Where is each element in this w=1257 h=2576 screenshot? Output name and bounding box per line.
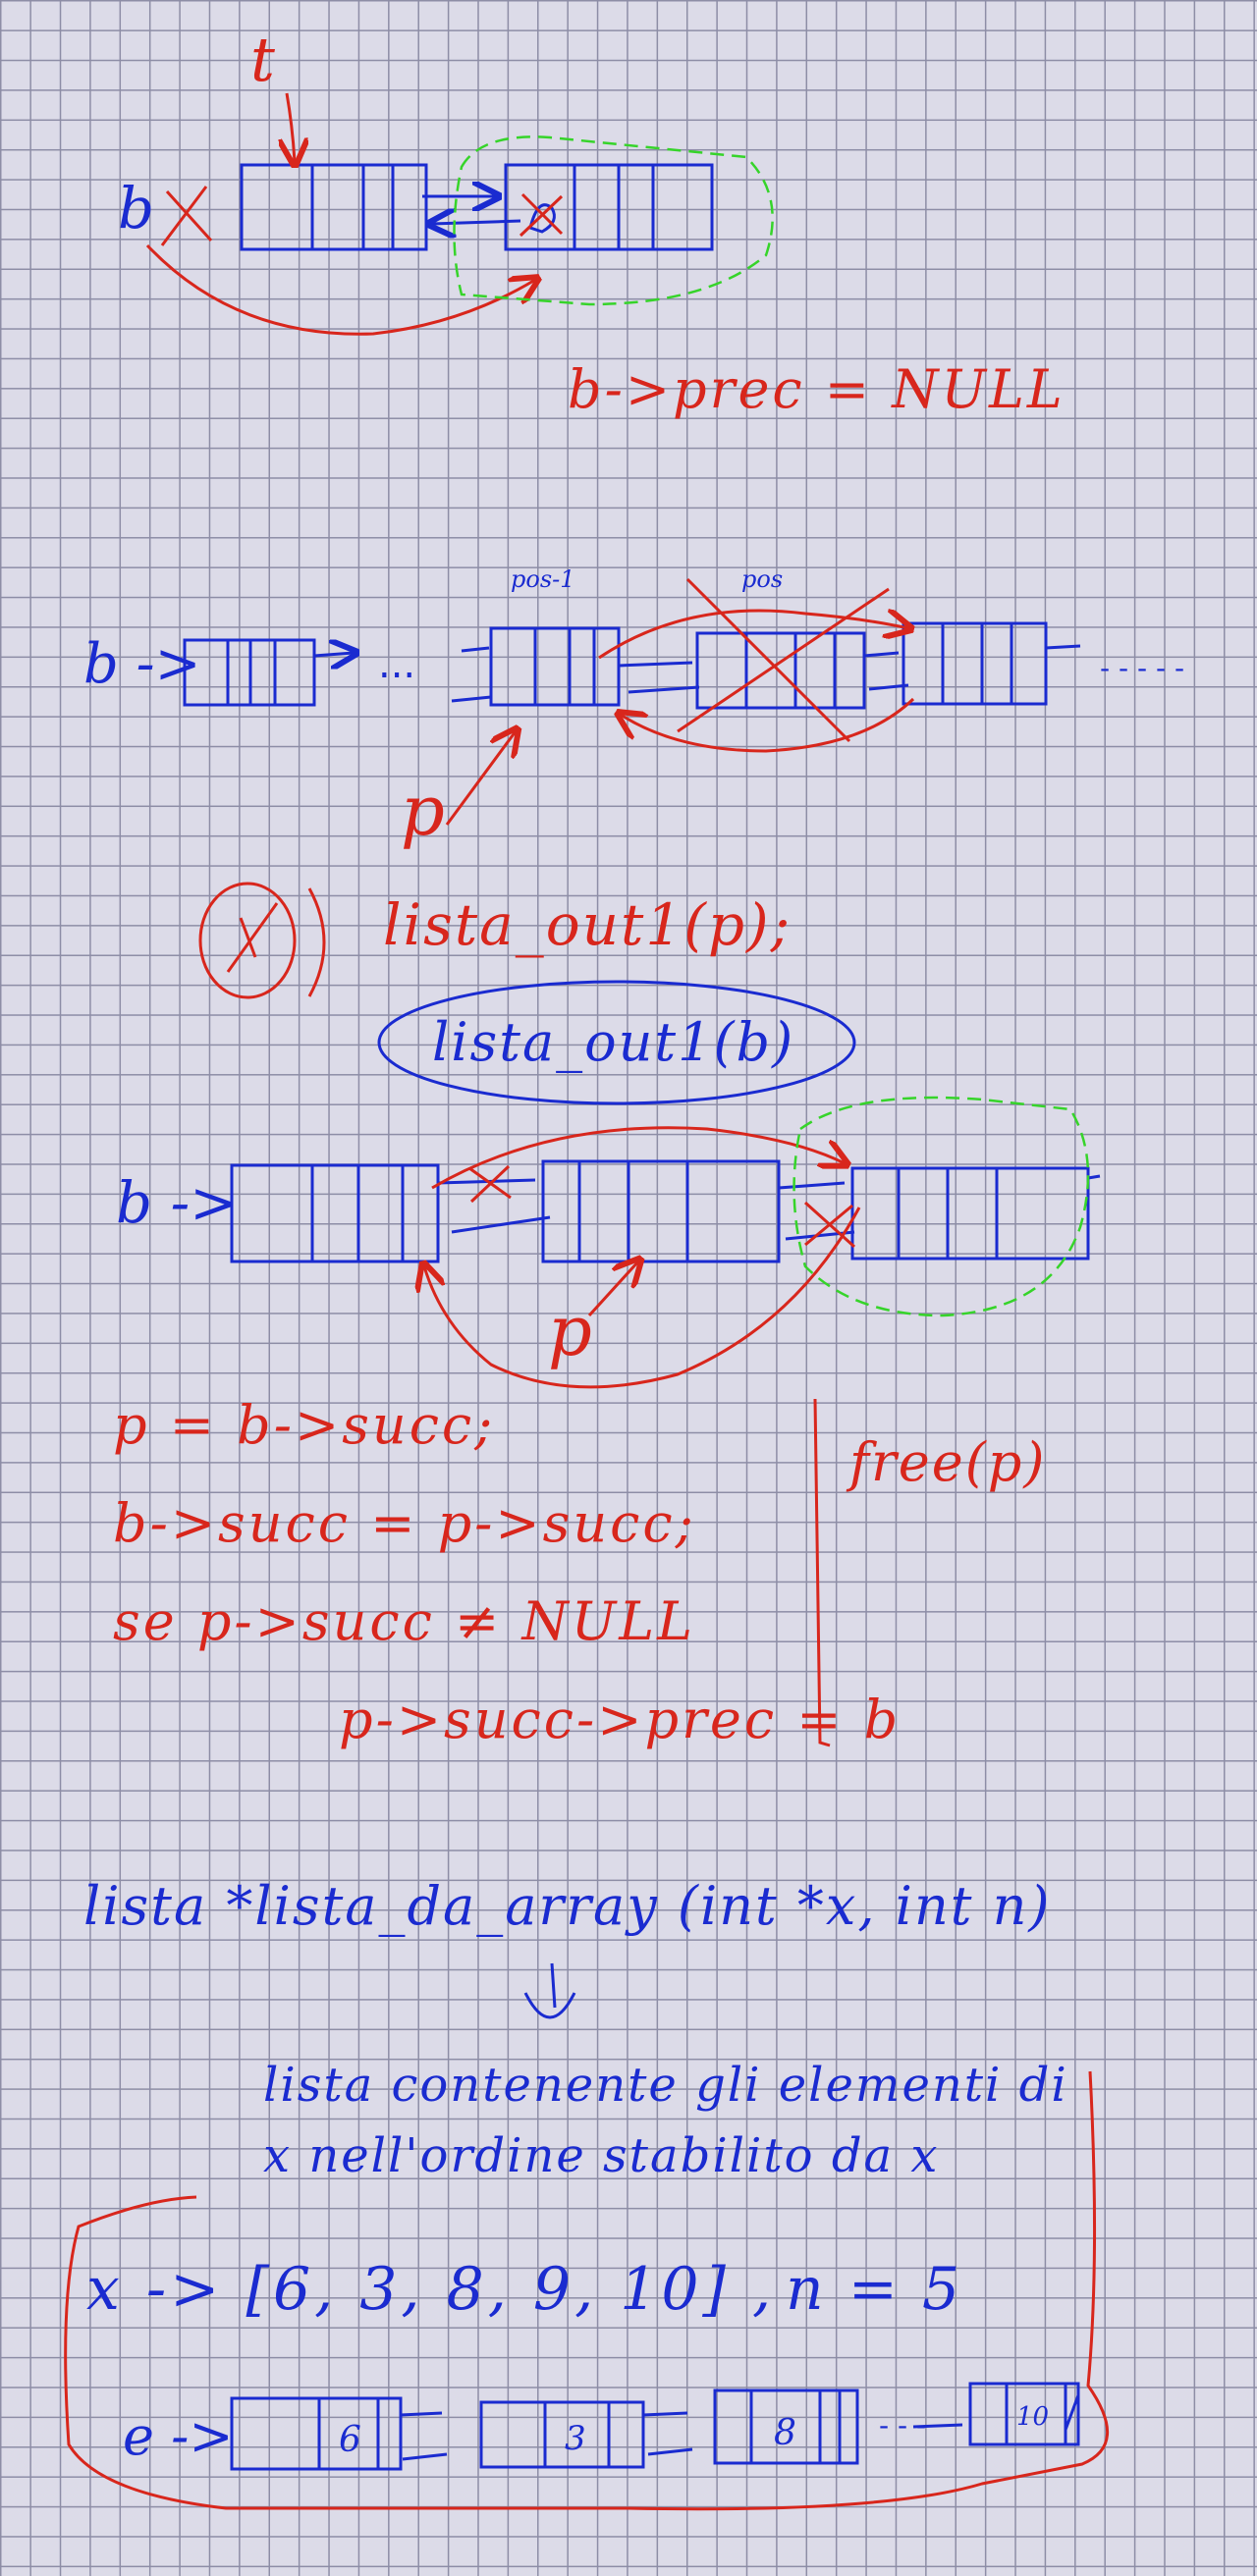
separator-paren [307,887,326,997]
node-head-2 [183,638,316,707]
call-crossed: lista_out1(p); [383,891,792,958]
example-links [400,2411,963,2461]
cancel-symbol [226,902,279,973]
node-pos [695,631,866,710]
example-section: x -> [6, 3, 8, 9, 10] , n = 5 e -> 6 3 8… [86,2255,1080,2471]
cross-link-3 [468,1164,856,1249]
code-line-1: p = b->succ; [113,1394,495,1456]
label-b-2: b -> [83,632,201,696]
example-array: x -> [6, 3, 8, 9, 10] , [86,2255,775,2324]
label-pos-minus-1: pos-1 [511,565,575,593]
example-bracket [64,2070,1110,2511]
cross-node-pos [677,577,890,743]
node-second [504,163,714,251]
bypass-arrow-3-bottom [424,1207,861,1389]
green-highlight-3 [792,1096,1090,1317]
redirect-arrow [145,243,535,336]
bypass-arrow-bottom [621,697,915,753]
node-first-3 [230,1163,440,1263]
bypass-arrow-top [598,611,908,660]
example-value-4: 10 [1016,2402,1049,2432]
label-p-1: p [401,771,445,851]
code-line-2: b->succ = p->succ; [113,1492,696,1554]
calls-section: lista_out1(p); lista_out1(b) [198,882,856,1105]
example-node-3 [713,2388,859,2465]
description-line-2: x nell'ordine stabilito da x [263,2128,939,2183]
cancel-circle [198,882,297,999]
node-pos-plus-1 [902,621,1048,706]
node-first [240,163,428,251]
description-line-1: lista contenente gli elementi di [263,2058,1068,2113]
node-second-3 [541,1159,781,1263]
example-value-3: 8 [774,2413,796,2453]
links-2 [451,644,1081,703]
cross-mark-red [160,186,213,246]
links-3 [437,1174,1101,1241]
arrow-p-3 [587,1261,638,1317]
node-pos-minus-1 [489,626,621,707]
node-third-3 [850,1166,1090,1261]
free-call: free(p) [846,1431,1046,1493]
example-ellipsis: - - - [879,2409,926,2442]
label-t: t [250,24,275,95]
example-list-head: e -> [123,2405,234,2467]
example-node-4 [968,2382,1080,2446]
example-value-1: 6 [339,2420,361,2460]
ellipsis-right: - - - - - [1100,652,1184,684]
code-line-4: p->succ->prec = b [339,1689,901,1750]
function-prototype: lista *lista_da_array (int *x, int n) [83,1875,1051,1937]
call-highlight-oval [377,980,856,1105]
code-block: p = b->succ; b->succ = p->succ; se p->su… [113,1394,1046,1750]
cross-mark-red-2 [519,192,564,238]
example-null-mark [1064,2394,1080,2431]
call-circled: lista_out1(b) [432,1011,794,1073]
null-slot-mark [528,203,556,234]
ellipsis-left: ... [378,642,415,687]
arrow-head-out [313,653,354,656]
green-highlight [453,135,774,306]
label-b-3: b -> [116,1169,238,1236]
label-pos: pos [741,565,783,593]
example-n: n = 5 [786,2255,962,2324]
arrow-p-2 [445,731,516,826]
bypass-arrow-3-top [431,1126,845,1190]
example-node-2 [479,2400,645,2469]
code-line-3: se p->succ ≠ NULL [113,1590,695,1652]
link-arrow-back [432,221,521,224]
label-p-2: p [548,1291,592,1371]
diagram-3: b -> p [116,1096,1101,1389]
function-section: lista *lista_da_array (int *x, int n) li… [64,1875,1110,2511]
code-divider [813,1398,831,1747]
implies-arrow [523,1962,576,2019]
example-value-2: 3 [565,2419,586,2458]
diagram-1 [145,92,774,336]
arrow-t [287,92,295,162]
assignment-b-prec: b->prec = NULL [568,358,1066,420]
diagram-2: b -> ... - - - - - pos-1 pos p [83,565,1184,851]
example-node-1 [230,2396,403,2471]
label-b-1: b [118,175,154,242]
